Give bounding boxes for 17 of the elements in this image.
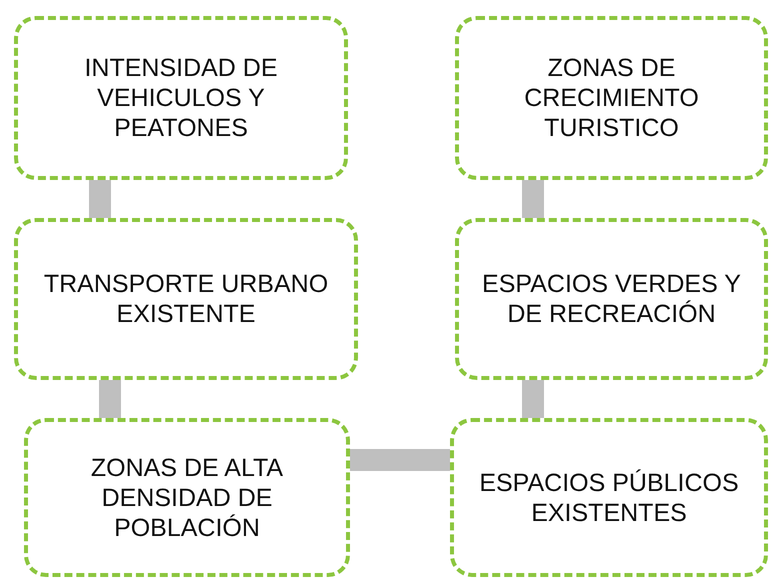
box-label: ESPACIOS PÚBLICOS EXISTENTES bbox=[478, 468, 740, 528]
dashed-box bbox=[24, 418, 350, 577]
connector-bar bbox=[350, 449, 450, 471]
connector-bar bbox=[522, 380, 544, 418]
dashed-box bbox=[14, 16, 348, 180]
dashed-box bbox=[455, 16, 768, 180]
dashed-box bbox=[14, 218, 358, 380]
connector-bar bbox=[89, 180, 111, 218]
box-label: ZONAS DE CRECIMIENTO TURISTICO bbox=[523, 53, 700, 143]
dashed-box bbox=[455, 218, 768, 380]
box-label: INTENSIDAD DE VEHICULOS Y PEATONES bbox=[83, 53, 279, 143]
connector-bar bbox=[522, 180, 544, 218]
dashed-box bbox=[450, 418, 768, 577]
box-label: ZONAS DE ALTA DENSIDAD DE POBLACIÓN bbox=[90, 452, 284, 542]
connector-bar bbox=[99, 380, 121, 418]
box-label: TRANSPORTE URBANO EXISTENTE bbox=[42, 269, 330, 329]
box-label: ESPACIOS VERDES Y DE RECREACIÓN bbox=[481, 269, 742, 329]
